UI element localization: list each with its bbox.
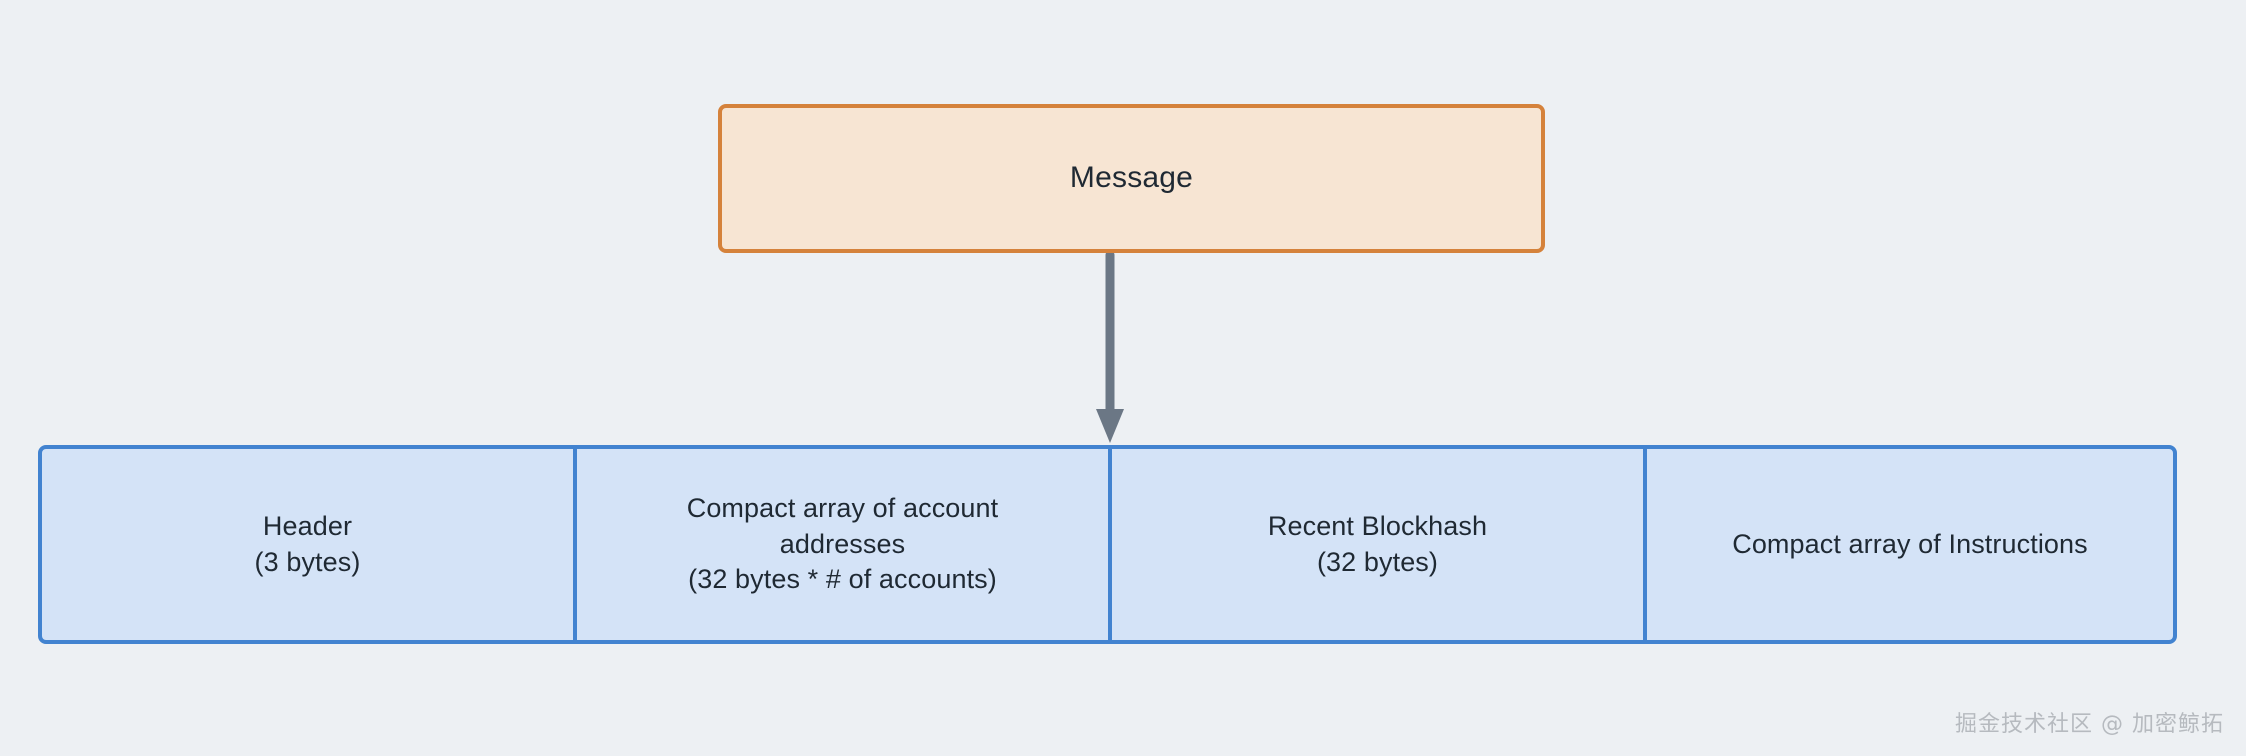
field-accounts-line-1: Compact array of account xyxy=(686,492,999,523)
field-blockhash-line-1: Recent Blockhash xyxy=(1267,510,1488,541)
message-fields-row: Header (3 bytes) Compact array of accoun… xyxy=(38,445,2177,644)
field-blockhash-line-2: (32 bytes) xyxy=(1316,546,1439,577)
message-node-label: Message xyxy=(1069,161,1194,195)
field-instructions-text: Compact array of Instructions xyxy=(1732,527,2088,563)
field-box-account-addresses: Compact array of account addresses (32 b… xyxy=(575,445,1110,644)
down-arrow-svg xyxy=(1096,250,1124,443)
field-box-header: Header (3 bytes) xyxy=(38,445,575,644)
field-instructions-line-1: Compact array of Instructions xyxy=(1732,528,2088,559)
field-box-instructions: Compact array of Instructions xyxy=(1645,445,2177,644)
field-recent-blockhash-text: Recent Blockhash (32 bytes) xyxy=(1268,509,1487,581)
down-arrow-icon xyxy=(1096,250,1124,445)
field-header-line-1: Header xyxy=(262,510,353,541)
field-header-text: Header (3 bytes) xyxy=(255,509,361,581)
field-box-recent-blockhash: Recent Blockhash (32 bytes) xyxy=(1110,445,1645,644)
field-header-line-2: (3 bytes) xyxy=(254,546,361,577)
message-node: Message xyxy=(718,104,1545,253)
field-accounts-line-2: addresses xyxy=(779,528,906,559)
field-account-addresses-text: Compact array of account addresses (32 b… xyxy=(687,491,999,599)
watermark: 掘金技术社区 @ 加密鲸拓 xyxy=(1955,712,2224,737)
field-accounts-line-3: (32 bytes * # of accounts) xyxy=(688,564,997,595)
